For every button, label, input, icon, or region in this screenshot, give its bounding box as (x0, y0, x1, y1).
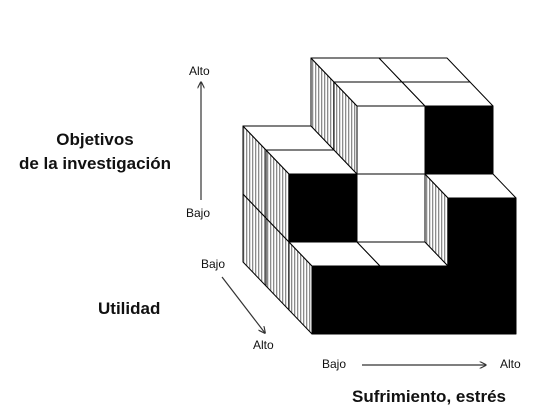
y-axis-high-label: Alto (189, 64, 210, 78)
stacked-cubes (242, 57, 517, 335)
z-axis-low-label: Bajo (201, 257, 226, 271)
z-axis-title: Utilidad (98, 299, 161, 318)
cube-front-face-depth2-row3-col3 (424, 105, 494, 175)
z-axis-arrow (221, 276, 265, 333)
cube-front-face-depth2-row3-col2 (356, 105, 426, 175)
cube-front-face-depth1-row1-col2 (379, 265, 449, 335)
y-axis-title-line1: Objetivos (56, 130, 134, 149)
y-axis-low-label: Bajo (186, 206, 211, 220)
y-axis-title: Objetivos de la investigación (6, 128, 184, 176)
cube-front-face-depth2-row2-col1 (288, 173, 358, 243)
cube-front-face-depth1-row1-col3 (447, 265, 517, 335)
cube-front-face-depth1-row1-col1 (311, 265, 381, 335)
y-axis-title-line2: de la investigación (18, 154, 172, 173)
cube-front-face-depth1-row2-col3 (447, 197, 517, 267)
x-axis-title: Sufrimiento, estrés (352, 387, 506, 406)
z-axis-high-label: Alto (253, 338, 274, 352)
x-axis-low-label: Bajo (322, 357, 347, 371)
x-axis-high-label: Alto (500, 357, 521, 371)
cube-front-face-depth2-row2-col2 (356, 173, 426, 243)
